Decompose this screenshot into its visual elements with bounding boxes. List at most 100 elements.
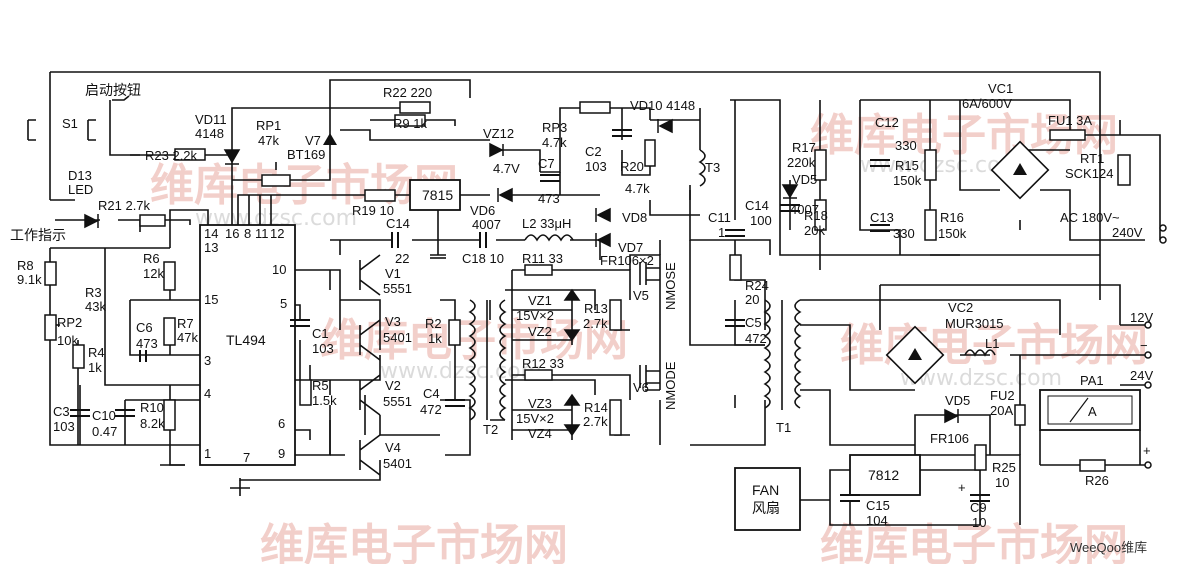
label-rp2: RP2 (57, 315, 82, 330)
ammeter-pa1 (1039, 389, 1141, 431)
components (44, 101, 1167, 531)
resistor-r8 (44, 261, 57, 286)
label-vd5b: VD5 (945, 393, 970, 408)
label-v1: V1 (385, 266, 401, 281)
label-rt1: RT1 (1080, 151, 1104, 166)
label-fu2-val: 20A (990, 403, 1013, 418)
label-v6: V6 (633, 380, 649, 395)
capacitor-c11 (725, 229, 745, 237)
label-c6-val: 473 (136, 336, 158, 351)
label-v5: V5 (633, 288, 649, 303)
inductor-l2-icon (524, 234, 574, 242)
label-v4-val: 5401 (383, 456, 412, 471)
label-c11: C11 (708, 210, 731, 225)
label-vz2: VZ2 (528, 324, 552, 339)
label-r6: R6 (143, 251, 160, 266)
label-c12: C12 (875, 115, 899, 130)
bridge-diode-icon (908, 348, 922, 360)
resistor-r25 (974, 444, 987, 471)
transistor-v1-icon (359, 254, 381, 296)
resistor-r5 (299, 379, 312, 406)
label-pin13: 13 (204, 240, 218, 255)
label-rp3-val: 4.7k (542, 135, 567, 150)
fan-box (734, 467, 801, 531)
label-led: LED (68, 182, 93, 197)
label-r4: R4 (88, 345, 105, 360)
rp3-body (579, 101, 611, 114)
resistor-r20 (644, 139, 656, 167)
resistor-r23 (174, 148, 206, 161)
terminal-ac1 (1159, 224, 1167, 232)
label-c12-val: 330 (895, 138, 917, 153)
transformer-t1-primary (763, 299, 771, 409)
label-pin11: 11 (255, 226, 269, 241)
label-c7: C7 (538, 156, 555, 171)
label-vd6: VD6 (470, 203, 495, 218)
label-c4-val: 472 (420, 402, 442, 417)
label-r26: R26 (1085, 473, 1109, 488)
label-nmose: NMOSE (663, 262, 678, 310)
label-l1: L1 (985, 336, 999, 351)
label-out-24v: 24V (1130, 368, 1153, 383)
label-vz-val-2: 15V×2 (516, 411, 554, 426)
label-vd6-val: 4007 (472, 217, 501, 232)
ic-tl494 (199, 224, 296, 466)
label-v7: V7 (305, 133, 321, 148)
capacitor-c7 (540, 174, 560, 182)
transistor-v3-icon (359, 319, 381, 361)
label-pin6: 6 (278, 416, 285, 431)
label-c9-plus: + (958, 480, 966, 495)
label-out-12v: 12V (1130, 310, 1153, 325)
fuse-fu2 (1014, 404, 1026, 426)
label-vd8: VD8 (622, 210, 647, 225)
label-r20-val: 4.7k (625, 181, 650, 196)
label-r24-val: 20 (745, 292, 759, 307)
label-rp3: RP3 (542, 120, 567, 135)
label-v2-val: 5551 (383, 394, 412, 409)
resistor-r16 (924, 209, 937, 241)
label-ic-7815: 7815 (422, 187, 453, 203)
fuse-fu1 (1049, 129, 1086, 141)
label-rt1-val: SCK124 (1065, 166, 1113, 181)
label-v3-val: 5401 (383, 330, 412, 345)
capacitor-c13 (870, 224, 890, 232)
label-vz1: VZ1 (528, 293, 552, 308)
label-c11-val: 1 (718, 225, 725, 240)
label-c4: C4 (423, 386, 440, 401)
transformer-t1-secondary (794, 299, 802, 409)
rp2-body (44, 314, 57, 341)
label-vd5a-val: 4007 (790, 202, 819, 217)
label-fu1: FU1 3A (1048, 113, 1092, 128)
label-rp2-val: 10k (57, 333, 78, 348)
ground-icon (230, 480, 250, 496)
label-c14a-val: 22 (395, 251, 409, 266)
led-d13-icon (84, 213, 99, 229)
diode-vd5b-icon (944, 408, 959, 424)
label-c5-val: 472 (745, 331, 767, 346)
label-vz12: VZ12 (483, 126, 514, 141)
label-ic-tl494: TL494 (226, 332, 266, 348)
label-r5: R5 (312, 378, 329, 393)
label-r7-val: 47k (177, 330, 198, 345)
label-t2: T2 (483, 422, 498, 437)
capacitor-c14b (780, 204, 800, 212)
label-r19: R19 10 (352, 203, 394, 218)
label-c14a: C14 (386, 216, 410, 231)
label-r5-val: 1.5k (312, 393, 337, 408)
label-c6: C6 (136, 320, 153, 335)
zener-vz3-icon (563, 393, 581, 406)
capacitor-c9 (970, 494, 990, 502)
label-r13: R13 (584, 301, 608, 316)
label-r9: R9 1k (393, 116, 427, 131)
label-c10-val: 0.47 (92, 424, 117, 439)
label-vc2: VC2 (948, 300, 973, 315)
watermark-corner: WeeQoo维库 (1070, 540, 1147, 555)
label-r3-val: 43k (85, 299, 106, 314)
label-r3: R3 (85, 285, 102, 300)
zener-vz2-icon (563, 329, 581, 342)
label-c18: C18 10 (462, 251, 504, 266)
resistor-r11 (524, 264, 553, 276)
resistor-r14 (609, 399, 622, 436)
